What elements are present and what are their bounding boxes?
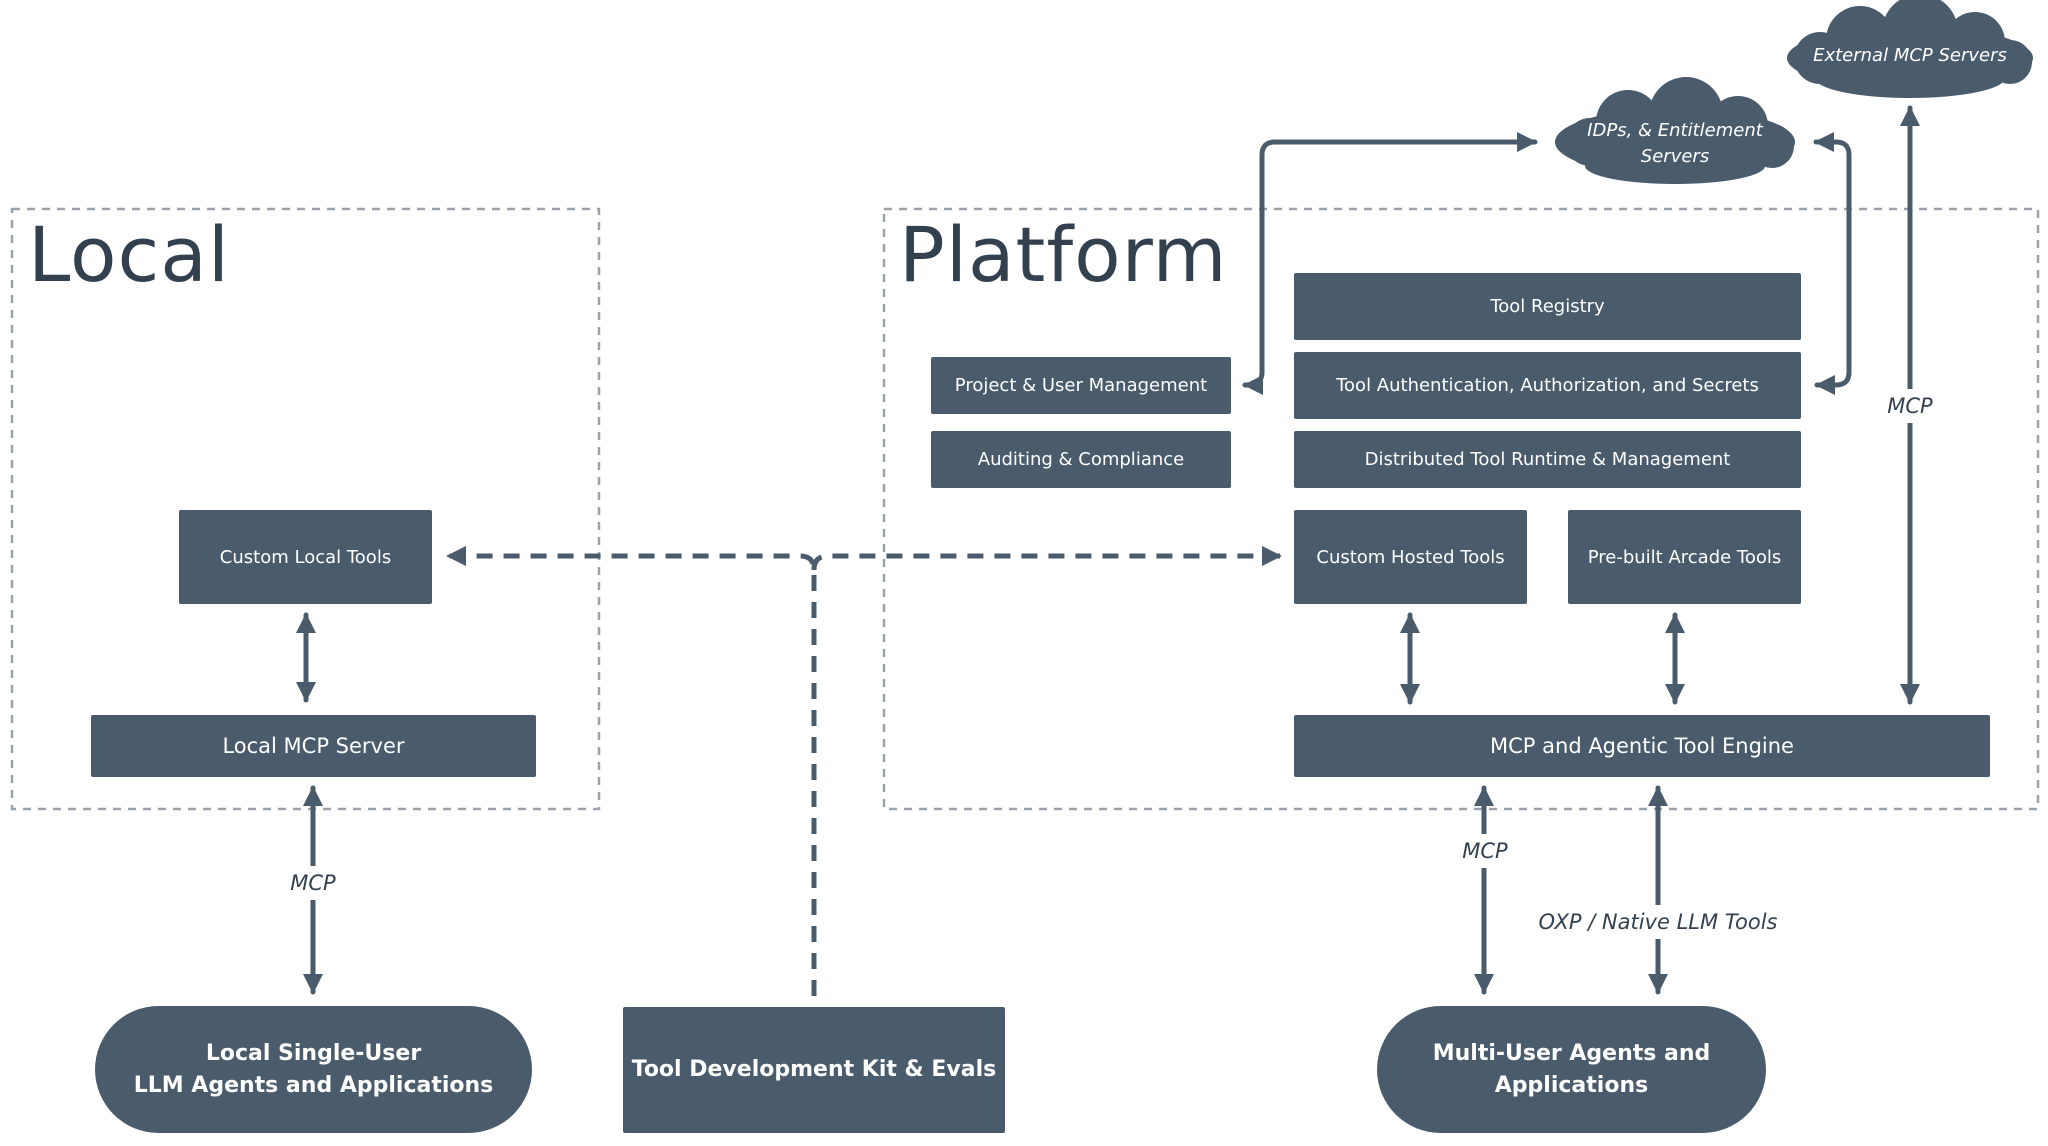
edge-idp-to-tool-auth bbox=[1813, 132, 1852, 395]
distributed-runtime-node: Distributed Tool Runtime & Management bbox=[1294, 431, 1801, 488]
local-mcp-edge-label: MCP bbox=[283, 866, 343, 900]
edge-tdk-to-hosted-tools bbox=[811, 546, 1282, 571]
oxp-native-llm-tools-edge-label: OXP / Native LLM Tools bbox=[1538, 905, 1778, 939]
local-region-border bbox=[10, 207, 601, 811]
edge-idp-to-project-mgmt bbox=[1242, 132, 1538, 395]
local-single-user-agents-node: Local Single-User LLM Agents and Applica… bbox=[95, 1006, 532, 1133]
prebuilt-arcade-tools-node: Pre-built Arcade Tools bbox=[1568, 510, 1801, 604]
custom-hosted-tools-node: Custom Hosted Tools bbox=[1294, 510, 1527, 604]
multi-user-agents-node: Multi-User Agents and Applications bbox=[1377, 1006, 1766, 1133]
idp-entitlement-cloud bbox=[1555, 77, 1795, 184]
tool-auth-node: Tool Authentication, Authorization, and … bbox=[1294, 352, 1801, 419]
tool-registry-node: Tool Registry bbox=[1294, 273, 1801, 340]
mcp-agentic-tool-engine-node: MCP and Agentic Tool Engine bbox=[1294, 715, 1990, 777]
idp-entitlement-label: IDPs, & Entitlement Servers bbox=[1587, 120, 1763, 167]
custom-local-tools-node: Custom Local Tools bbox=[179, 510, 432, 604]
external-mcp-servers-label: External MCP Servers bbox=[1813, 45, 2007, 66]
multi-user-mcp-edge-label: MCP bbox=[1455, 834, 1515, 868]
platform-region-title: Platform bbox=[899, 210, 1228, 299]
external-mcp-servers-cloud bbox=[1787, 0, 2033, 98]
auditing-compliance-node: Auditing & Compliance bbox=[931, 431, 1231, 488]
project-user-management-node: Project & User Management bbox=[931, 357, 1231, 414]
local-mcp-server-node: Local MCP Server bbox=[91, 715, 536, 777]
edge-tdk-to-local-tools bbox=[446, 546, 817, 996]
tool-development-kit-node: Tool Development Kit & Evals bbox=[623, 1007, 1005, 1133]
local-region-title: Local bbox=[28, 210, 230, 299]
external-mcp-edge-label: MCP bbox=[1880, 389, 1940, 423]
